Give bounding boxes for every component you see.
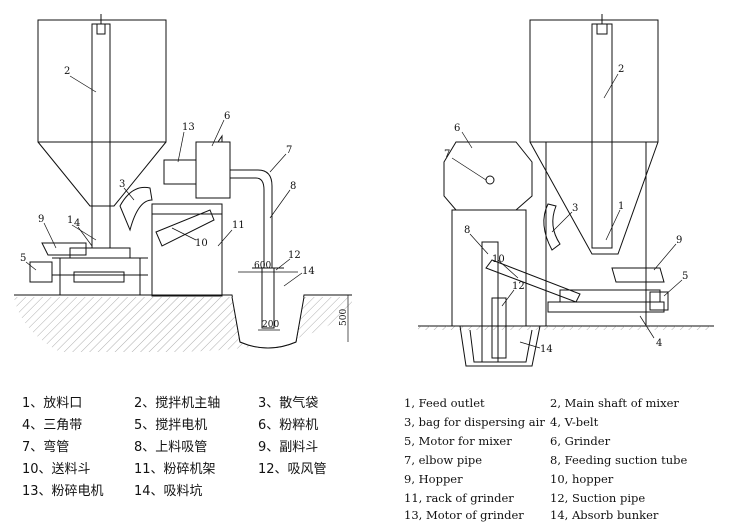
left-elevation-view bbox=[14, 14, 352, 352]
left-callout-12: 12 bbox=[288, 250, 301, 261]
right-mixer-tank bbox=[529, 19, 659, 143]
legend-cn-item: 9、副料斗 bbox=[258, 440, 319, 455]
right-main-shaft bbox=[591, 23, 613, 249]
legend-en-item: 2, Main shaft of mixer bbox=[550, 396, 679, 410]
left-callout-11: 11 bbox=[232, 220, 245, 231]
left-mixer-base bbox=[69, 247, 131, 259]
legend-cn-item: 8、上料吸管 bbox=[134, 440, 208, 455]
legend-cn-item: 1、放料口 bbox=[22, 396, 83, 411]
left-callout-13: 13 bbox=[182, 122, 195, 133]
right-callout-2: 2 bbox=[618, 64, 624, 75]
right-callout-10: 10 bbox=[492, 254, 505, 265]
right-callout-1: 1 bbox=[618, 201, 624, 212]
right-callout-5: 5 bbox=[682, 271, 688, 282]
left-mixer-motor bbox=[29, 261, 53, 283]
right-air-bag bbox=[543, 203, 561, 251]
left-grinder bbox=[195, 141, 231, 199]
right-feed-hopper bbox=[485, 259, 581, 303]
left-main-shaft bbox=[91, 23, 111, 249]
legend-cn-item: 10、送料斗 bbox=[22, 462, 91, 477]
legend-en-item: 3, bag for dispersing air bbox=[404, 415, 545, 429]
left-callout-9: 9 bbox=[38, 214, 44, 225]
right-suction-tube bbox=[481, 241, 499, 363]
legend-cn-item: 6、粉粹机 bbox=[258, 418, 319, 433]
left-callout-2: 2 bbox=[64, 66, 70, 77]
legend-en-item: 4, V-belt bbox=[550, 415, 599, 429]
right-elevation-view bbox=[418, 14, 714, 367]
right-callouts bbox=[451, 73, 683, 349]
legend-en-item: 14, Absorb bunker bbox=[550, 508, 659, 522]
left-feed-hopper bbox=[155, 209, 215, 247]
legend-en-item: 7, elbow pipe bbox=[404, 453, 483, 467]
left-dim-depth: 500 bbox=[339, 309, 349, 326]
legend-cn-item: 4、三角带 bbox=[22, 418, 83, 433]
legend-en-item: 8, Feeding suction tube bbox=[550, 453, 688, 467]
right-callout-6: 6 bbox=[454, 123, 460, 134]
left-callout-10: 10 bbox=[195, 238, 208, 249]
legend-en-item: 10, hopper bbox=[550, 472, 614, 486]
left-callout-8: 8 bbox=[290, 181, 296, 192]
right-callout-14: 14 bbox=[540, 344, 553, 355]
right-callout-4: 4 bbox=[656, 338, 662, 349]
legend-en-item: 6, Grinder bbox=[550, 434, 611, 448]
right-callout-8: 8 bbox=[464, 225, 470, 236]
right-aux-hopper bbox=[611, 267, 665, 283]
legend-cn-item: 7、弯管 bbox=[22, 440, 70, 455]
legend-en-item: 11, rack of grinder bbox=[404, 491, 514, 505]
left-mixer-tank bbox=[37, 19, 167, 143]
left-callouts bbox=[25, 75, 303, 287]
legend-en-item: 12, Suction pipe bbox=[550, 491, 646, 505]
left-aux-hopper bbox=[41, 242, 87, 256]
right-mixer-cone bbox=[529, 141, 659, 255]
left-air-bag bbox=[119, 186, 153, 232]
left-grinder-motor bbox=[163, 159, 197, 185]
left-grinder-frame bbox=[151, 203, 223, 297]
right-callout-3: 3 bbox=[572, 203, 578, 214]
legend-cn-item: 13、粉碎电机 bbox=[22, 484, 104, 499]
left-callout-3: 3 bbox=[119, 179, 125, 190]
left-dim-width-bottom: 200 bbox=[262, 320, 279, 330]
right-mixer-motor bbox=[649, 291, 669, 311]
legend-cn-item: 5、搅拌电机 bbox=[134, 418, 208, 433]
left-callout-7: 7 bbox=[286, 145, 292, 156]
legend-en-item: 5, Motor for mixer bbox=[404, 434, 512, 448]
legend-cn-item: 12、吸风管 bbox=[258, 462, 327, 477]
left-mixer-cone bbox=[37, 141, 167, 207]
left-dim-width-top: 600 bbox=[254, 261, 271, 271]
legend-cn-item: 3、散气袋 bbox=[258, 396, 319, 411]
left-callout-6: 6 bbox=[224, 111, 230, 122]
right-callout-9: 9 bbox=[676, 235, 682, 246]
legend-cn-item: 11、粉碎机架 bbox=[134, 462, 216, 477]
left-callout-4: 4 bbox=[74, 218, 80, 229]
legend-en-item: 1, Feed outlet bbox=[404, 396, 485, 410]
right-callout-12: 12 bbox=[512, 281, 525, 292]
legend-en-item: 9, Hopper bbox=[404, 472, 463, 486]
left-ground-fill bbox=[14, 297, 352, 352]
right-pit bbox=[459, 325, 541, 367]
right-grinder-frame bbox=[451, 209, 527, 327]
legend-cn-item: 2、搅拌机主轴 bbox=[134, 396, 221, 411]
left-elbow-pipe bbox=[230, 169, 273, 268]
left-callout-1: 1 bbox=[67, 215, 73, 226]
left-callout-14: 14 bbox=[302, 266, 315, 277]
legend-en-item: 13, Motor of grinder bbox=[404, 508, 524, 522]
right-callout-7: 7 bbox=[444, 149, 450, 160]
legend-cn-item: 14、吸料坑 bbox=[134, 484, 203, 499]
left-callout-5: 5 bbox=[20, 253, 26, 264]
right-suction-pipe bbox=[491, 297, 507, 359]
